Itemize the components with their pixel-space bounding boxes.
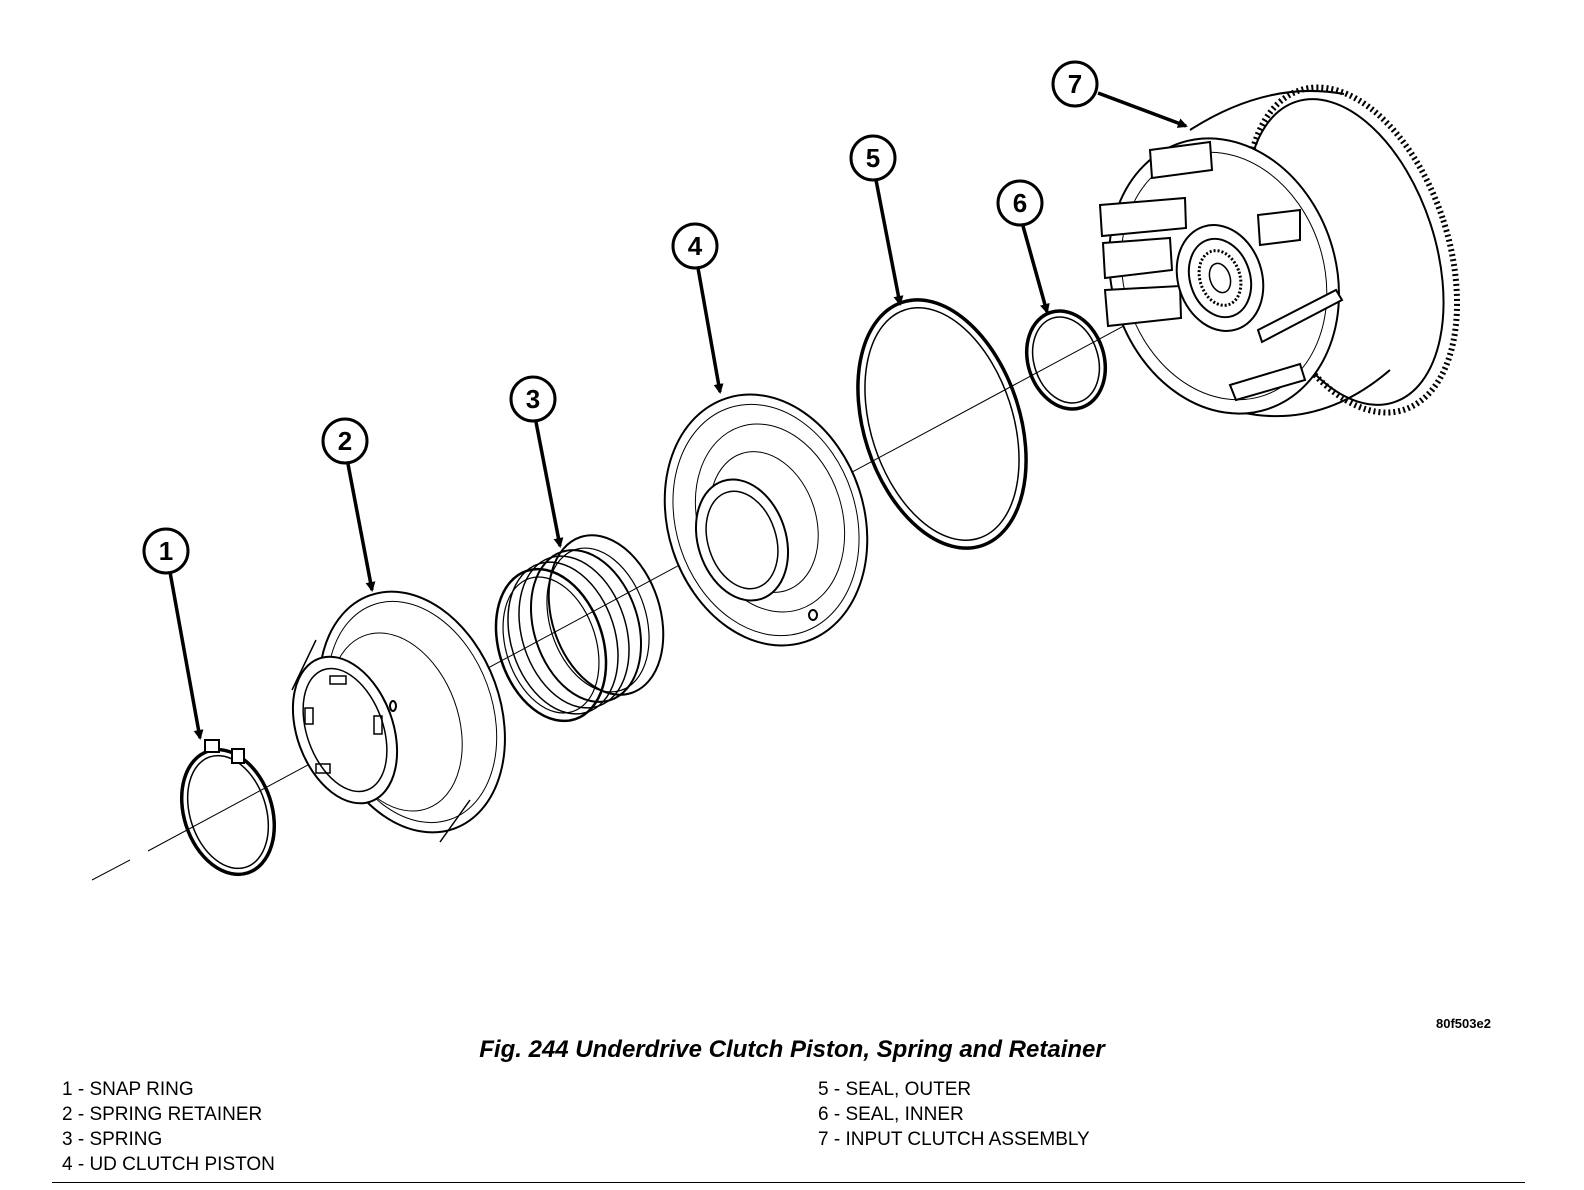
leader-arrows — [168, 91, 1188, 740]
leader-arrow-1 — [168, 571, 204, 740]
callout-5: 5 — [849, 134, 897, 182]
svg-text:6: 6 — [1013, 188, 1027, 218]
callout-2: 2 — [321, 417, 369, 465]
callout-4: 4 — [671, 222, 719, 270]
legend-item-7: 7 - INPUT CLUTCH ASSEMBLY — [818, 1129, 1090, 1150]
legend-item-4: 4 - UD CLUTCH PISTON — [62, 1154, 275, 1175]
svg-text:4: 4 — [688, 231, 703, 261]
leader-arrow-3 — [534, 421, 564, 548]
spring-part — [494, 534, 665, 723]
leader-arrow-5 — [874, 179, 904, 306]
svg-text:5: 5 — [866, 143, 880, 173]
bottom-rule — [52, 1182, 1525, 1183]
svg-text:1: 1 — [159, 536, 173, 566]
figure-id: 80f503e2 — [1436, 1016, 1491, 1031]
svg-text:3: 3 — [526, 384, 540, 414]
leader-arrow-6 — [1021, 225, 1050, 314]
input-clutch-assembly-part — [1098, 84, 1461, 418]
ud-clutch-piston-part — [663, 393, 869, 647]
leader-arrow-7 — [1097, 91, 1188, 128]
legend-item-6: 6 - SEAL, INNER — [818, 1104, 964, 1125]
spring-retainer-part — [291, 590, 506, 843]
svg-text:2: 2 — [338, 426, 352, 456]
legend-item-5: 5 - SEAL, OUTER — [818, 1079, 972, 1100]
legend-left-column: 1 - SNAP RING 2 - SPRING RETAINER 3 - SP… — [62, 1077, 275, 1177]
svg-text:7: 7 — [1068, 69, 1082, 99]
legend-item-3: 3 - SPRING — [62, 1129, 163, 1150]
callout-3: 3 — [509, 375, 557, 423]
exploded-view-diagram: 1 2 3 4 5 6 7 — [91, 60, 1461, 881]
callout-1: 1 — [142, 527, 190, 575]
leader-arrow-4 — [696, 267, 724, 394]
callout-7: 7 — [1051, 60, 1099, 108]
legend-item-2: 2 - SPRING RETAINER — [62, 1104, 263, 1125]
inner-seal-part — [1024, 309, 1108, 411]
snap-ring-part — [179, 739, 277, 877]
leader-arrow-2 — [346, 463, 376, 592]
legend-item-1: 1 - SNAP RING — [62, 1079, 194, 1100]
callout-6: 6 — [996, 179, 1044, 227]
legend-right-column: 5 - SEAL, OUTER 6 - SEAL, INNER 7 - INPU… — [818, 1077, 1090, 1152]
figure-caption: Fig. 244 Underdrive Clutch Piston, Sprin… — [479, 1036, 1105, 1063]
